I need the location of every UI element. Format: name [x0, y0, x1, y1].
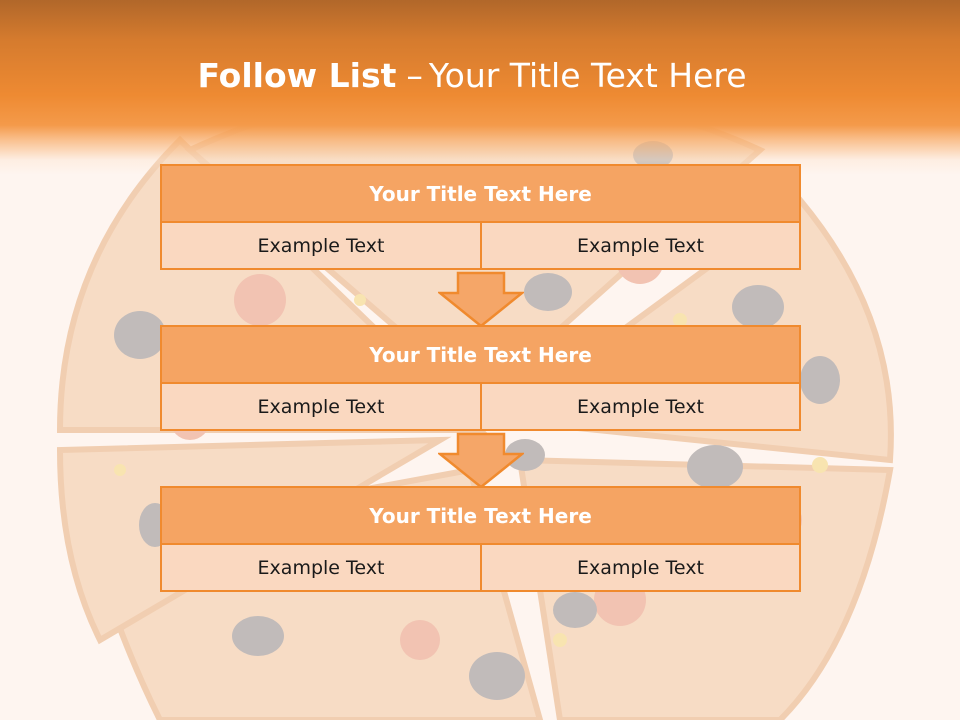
- flow-block-right-text: Example Text: [482, 223, 799, 268]
- flow-block-left-text: Example Text: [162, 223, 480, 268]
- flow-block-right-text: Example Text: [482, 545, 799, 590]
- flow-block-2: Your Title Text Here Example Text Exampl…: [160, 325, 801, 431]
- down-arrow-icon: [438, 432, 524, 489]
- flow-block-title: Your Title Text Here: [162, 488, 799, 543]
- slide-title-bold: Follow List: [197, 56, 397, 95]
- flow-block-left-text: Example Text: [162, 384, 480, 429]
- slide-title-rest: Your Title Text Here: [428, 56, 747, 95]
- header-band: [0, 0, 960, 175]
- flow-block-right-text: Example Text: [482, 384, 799, 429]
- flow-block-1: Your Title Text Here Example Text Exampl…: [160, 164, 801, 270]
- flow-block-left-text: Example Text: [162, 545, 480, 590]
- flow-block-title: Your Title Text Here: [162, 327, 799, 382]
- flow-block-3: Your Title Text Here Example Text Exampl…: [160, 486, 801, 592]
- flow-block-title: Your Title Text Here: [162, 166, 799, 221]
- down-arrow-icon: [438, 271, 524, 328]
- slide-title: Follow List–Your Title Text Here: [0, 55, 944, 97]
- slide-title-separator: –: [406, 56, 423, 95]
